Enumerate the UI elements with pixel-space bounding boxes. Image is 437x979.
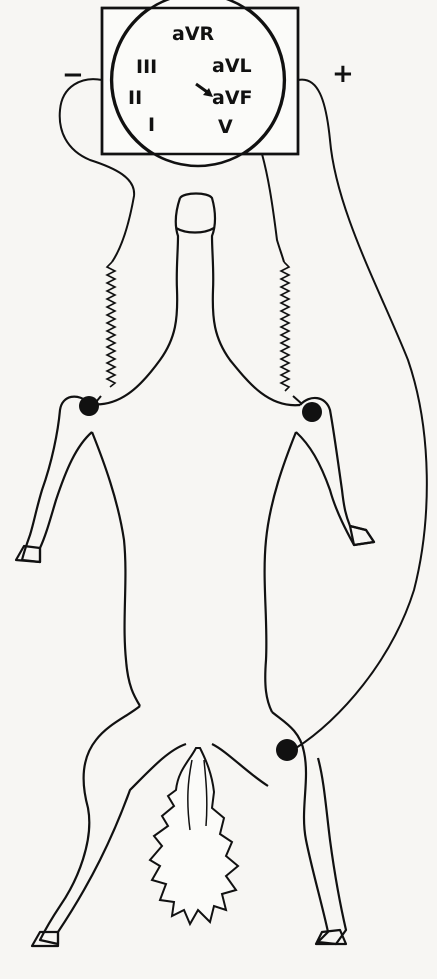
dial-label-iii: III: [136, 56, 157, 78]
animal-tail: [150, 748, 238, 924]
dial-label-v: V: [218, 116, 233, 138]
dial-label-avl: aVL: [212, 55, 252, 77]
negative-lead-coil: [107, 262, 115, 387]
right-foreleg-electrode: [302, 402, 322, 422]
hindleg-electrode: [276, 739, 298, 761]
left-foreleg: [22, 397, 92, 562]
dial-label-avr: aVR: [172, 23, 215, 45]
positive-terminal-sign: +: [332, 59, 354, 89]
left-foreleg-electrode: [79, 396, 99, 416]
dial-label-avf: aVF: [212, 87, 253, 109]
animal-head: [180, 194, 300, 406]
left-hindleg: [40, 706, 186, 944]
animal-torso: [92, 432, 140, 706]
ground-lead-wire: [262, 154, 284, 262]
dial-label-ii: II: [128, 87, 142, 109]
dial-label-i: I: [148, 114, 155, 136]
ground-lead-coil: [281, 262, 289, 391]
